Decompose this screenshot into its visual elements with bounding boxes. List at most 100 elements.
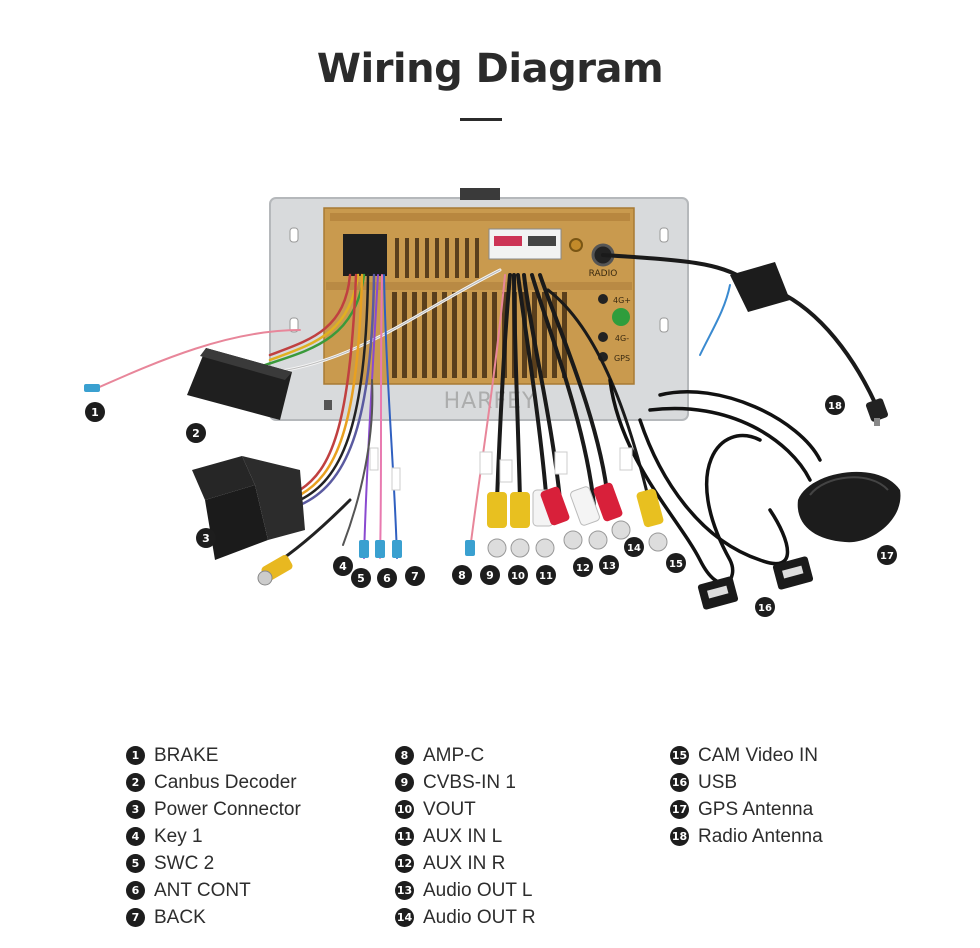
svg-text:18: 18	[828, 401, 842, 412]
svg-text:1: 1	[91, 406, 99, 419]
rca-connectors	[465, 447, 668, 558]
callout-2: 2	[186, 423, 206, 443]
usb-connectors	[697, 556, 814, 610]
callout-8: 8	[452, 565, 472, 585]
legend-item: 6 ANT CONT	[126, 877, 301, 904]
legend-item: 3 Power Connector	[126, 796, 301, 823]
legend-number-badge: 8	[395, 746, 414, 765]
callout-1: 1	[85, 402, 105, 422]
legend-item: 7 BACK	[126, 904, 301, 931]
legend-item: 4 Key 1	[126, 823, 301, 850]
svg-text:8: 8	[458, 569, 466, 582]
svg-text:9: 9	[486, 569, 494, 582]
legend-label: CVBS-IN 1	[423, 771, 516, 793]
legend-number-badge: 18	[670, 827, 689, 846]
callout-3: 3	[196, 528, 216, 548]
legend-number-badge: 16	[670, 773, 689, 792]
callout-16: 16	[755, 597, 775, 617]
callout-5: 5	[351, 568, 371, 588]
svg-text:7: 7	[411, 570, 419, 583]
legend-number-badge: 5	[126, 854, 145, 873]
callout-12: 12	[573, 557, 593, 577]
gps-antenna-puck	[797, 471, 901, 543]
legend-number-badge: 6	[126, 881, 145, 900]
svg-text:15: 15	[669, 559, 683, 570]
legend-number-badge: 4	[126, 827, 145, 846]
svg-text:16: 16	[758, 603, 772, 614]
legend-number-badge: 14	[395, 908, 414, 927]
left-rca-plug	[257, 555, 293, 586]
legend-item: 2 Canbus Decoder	[126, 769, 301, 796]
svg-text:5: 5	[357, 572, 365, 585]
legend-number-badge: 12	[395, 854, 414, 873]
page-title: Wiring Diagram	[316, 46, 664, 92]
power-connector	[192, 456, 305, 560]
callout-9: 9	[480, 565, 500, 585]
head-unit: RADIO 4G+ 4G- GPS HARFEY	[269, 188, 689, 421]
legend-label: USB	[698, 771, 738, 793]
canbus-decoder	[187, 348, 292, 420]
legend-item: 10 VOUT	[395, 796, 536, 823]
left-pin-terminals	[359, 447, 402, 558]
legend-label: AMP-C	[423, 744, 485, 766]
callout-6: 6	[377, 568, 397, 588]
left-harness-wires	[94, 268, 502, 568]
callout-11: 11	[536, 565, 556, 585]
legend-label: Key 1	[154, 825, 203, 847]
legend-label: CAM Video IN	[698, 744, 819, 766]
svg-text:2: 2	[192, 427, 200, 440]
legend-label: AUX IN R	[423, 852, 506, 874]
radio-antenna-adapter	[730, 262, 889, 426]
callout-4: 4	[333, 556, 353, 576]
brake-wire-terminal	[84, 384, 100, 392]
callout-7: 7	[405, 566, 425, 586]
legend-label: Audio OUT R	[423, 906, 536, 928]
legend-number-badge: 7	[126, 908, 145, 927]
svg-text:13: 13	[602, 561, 616, 572]
legend-number-badge: 1	[126, 746, 145, 765]
svg-text:17: 17	[880, 551, 894, 562]
legend-item: 12 AUX IN R	[395, 850, 536, 877]
legend-number-badge: 3	[126, 800, 145, 819]
legend-label: VOUT	[423, 798, 476, 820]
radio-port-label: RADIO	[589, 269, 618, 279]
legend-item: 16 USB	[670, 769, 823, 796]
legend-column-1: 1 BRAKE 2 Canbus Decoder 3 Power Connector 4 Ke…	[126, 742, 301, 931]
callout-18: 18	[825, 395, 845, 415]
legend-label: BRAKE	[154, 744, 219, 766]
power-harness-socket	[343, 234, 387, 276]
callout-badges: 1 2 3 4 5 6 7 8 9 10 11 12 13 14 15 16 1…	[85, 395, 897, 617]
legend-label: Audio OUT L	[423, 879, 533, 901]
legend-label: GPS Antenna	[698, 798, 814, 820]
legend-label: SWC 2	[154, 852, 215, 874]
gps-port-label: GPS	[614, 354, 630, 363]
svg-text:3: 3	[202, 532, 210, 545]
legend-number-badge: 2	[126, 773, 145, 792]
callout-15: 15	[666, 553, 686, 573]
gps-port	[612, 308, 630, 326]
legend-number-badge: 11	[395, 827, 414, 846]
legend-label: Canbus Decoder	[154, 771, 297, 793]
svg-text:4: 4	[339, 560, 347, 573]
legend-label: BACK	[154, 906, 206, 928]
4g-plus-label: 4G+	[613, 296, 631, 305]
svg-text:11: 11	[539, 571, 553, 582]
4g-minus-label: 4G-	[615, 334, 629, 343]
callout-17: 17	[877, 545, 897, 565]
callout-14: 14	[624, 537, 644, 557]
legend-item: 8 AMP-C	[395, 742, 536, 769]
legend-label: Power Connector	[154, 798, 301, 820]
legend-number-badge: 10	[395, 800, 414, 819]
svg-text:6: 6	[383, 572, 391, 585]
svg-text:10: 10	[511, 571, 525, 582]
legend-label: ANT CONT	[154, 879, 251, 901]
